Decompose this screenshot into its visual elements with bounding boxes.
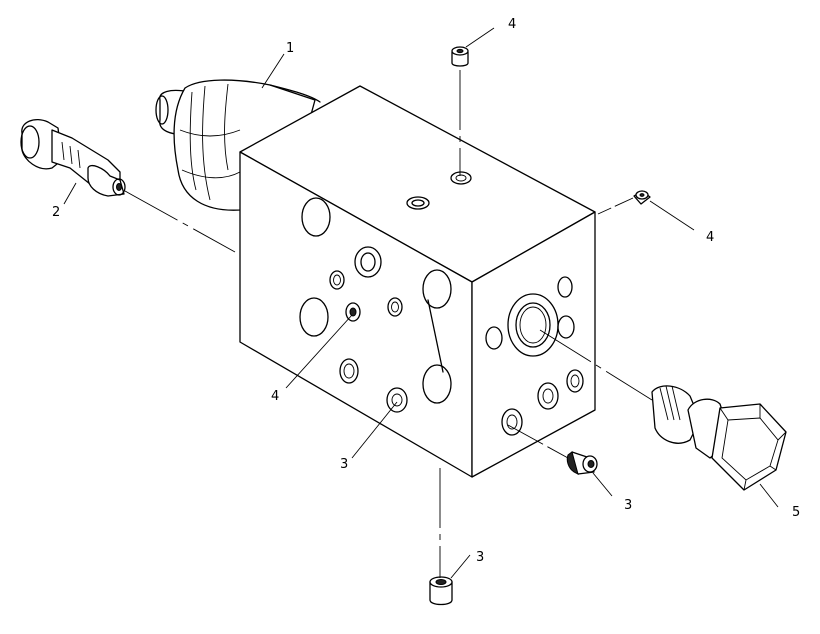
callout-4-top: 4: [508, 17, 516, 32]
part-3-right-plug: [566, 451, 598, 475]
callout-4-front: 4: [271, 389, 279, 404]
callout-1: 1: [286, 41, 294, 56]
valve-block: [239, 85, 596, 478]
part-3-bottom-plug: [429, 576, 453, 606]
part-5-hex-cartridge: [651, 385, 787, 491]
part-2-cartridge-valve: [20, 118, 126, 197]
callouts: 1 2 3 3 3 4 4 4 5: [52, 17, 800, 565]
callout-2: 2: [52, 205, 60, 220]
part-1-valve-body: [155, 79, 321, 211]
callout-3-right: 3: [624, 498, 632, 513]
part-4-right-plug: [633, 190, 651, 205]
callout-3-front: 3: [340, 457, 348, 472]
callout-4-right: 4: [706, 230, 714, 245]
leader-lines: [63, 27, 779, 579]
callout-3-bottom: 3: [476, 550, 484, 565]
callout-5: 5: [792, 505, 800, 520]
assembly-center-lines: [124, 70, 653, 578]
part-4-top-plug: [451, 46, 469, 67]
